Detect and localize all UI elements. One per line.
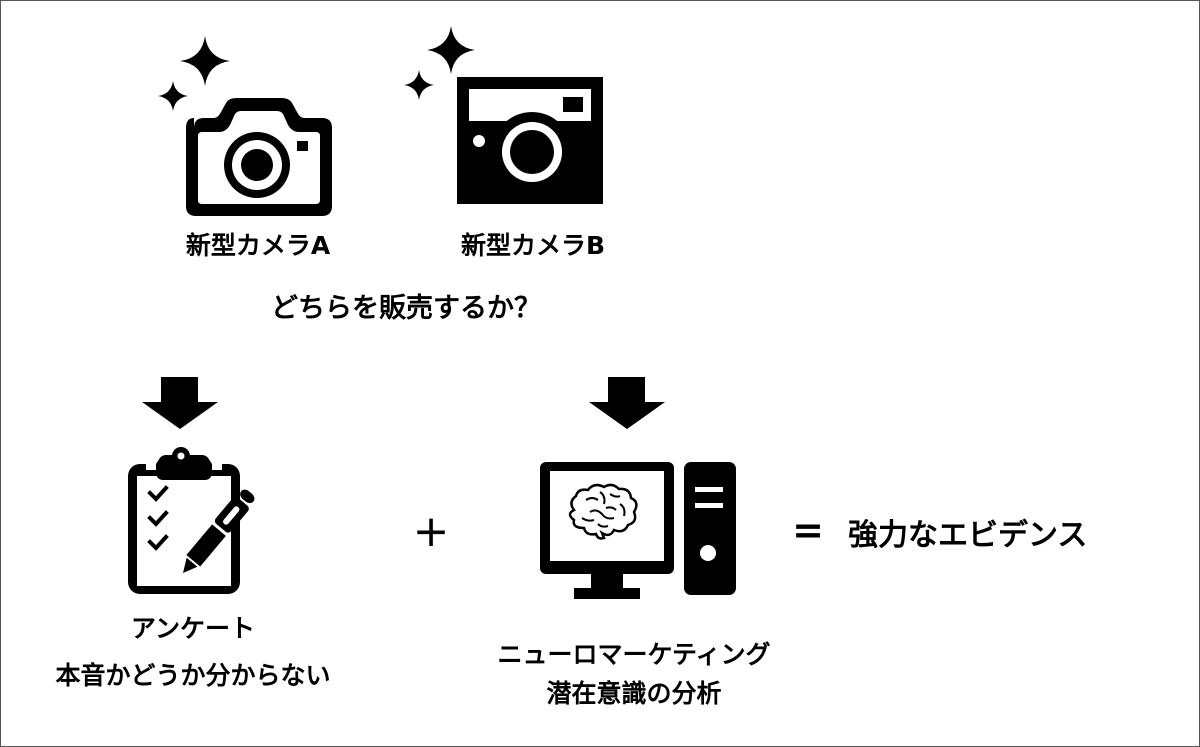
method-neuro-title: ニューロマーケティング bbox=[497, 640, 771, 669]
method-survey-title: アンケート bbox=[130, 614, 256, 643]
camera-outline-icon bbox=[186, 98, 332, 216]
brain-icon bbox=[568, 483, 638, 540]
sparkle-icon bbox=[158, 81, 188, 111]
computer-brain-icon bbox=[540, 462, 736, 599]
equals-sign: = bbox=[792, 508, 824, 552]
method-survey-note: 本音かどうか分からない bbox=[55, 661, 331, 690]
down-arrow-icon bbox=[589, 377, 665, 429]
down-arrow-icon bbox=[142, 377, 218, 429]
sparkle-icon bbox=[404, 70, 434, 100]
product-b-label: 新型カメラB bbox=[460, 231, 606, 260]
clipboard-checklist-icon bbox=[128, 447, 255, 594]
result-text: 強力なエビデンス bbox=[848, 518, 1088, 553]
sparkle-icon bbox=[427, 26, 475, 74]
method-neuro-note: 潜在意識の分析 bbox=[546, 679, 722, 708]
plus-sign: + bbox=[412, 506, 450, 557]
sparkle-icon bbox=[180, 36, 230, 86]
question-text: どちらを販売するか？ bbox=[271, 293, 541, 324]
camera-solid-icon bbox=[457, 77, 603, 204]
product-a-label: 新型カメラA bbox=[185, 231, 331, 260]
